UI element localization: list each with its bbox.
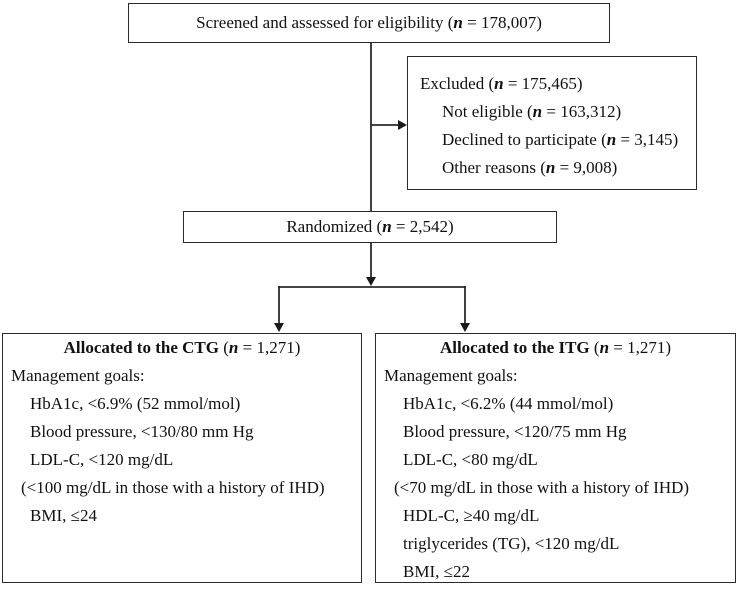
arrowhead-right-icon [398,120,407,130]
excluded-box: Excluded (n = 175,465) Not eligible (n =… [407,56,697,190]
ctg-goal-bmi: BMI, ≤24 [30,506,97,525]
itg-goal-hdl-c: HDL-C, ≥40 mg/dL [403,506,540,525]
ctg-goal-ldl-c-ihd-note: (<100 mg/dL in those with a history of I… [21,478,325,497]
ctg-allocation-box: Allocated to the CTG (n = 1,271) Managem… [2,333,362,583]
excluded-item-other: Other reasons (n = 9,008) [442,158,618,177]
randomized-box: Randomized (n = 2,542) [183,211,557,243]
itg-goal-bmi: BMI, ≤22 [403,562,470,581]
itg-goal-blood-pressure: Blood pressure, <120/75 mm Hg [403,422,627,441]
excluded-item-not-eligible: Not eligible (n = 163,312) [442,102,622,121]
itg-goal-triglycerides: triglycerides (TG), <120 mg/dL [403,534,620,553]
arrowhead-down-right-icon [460,323,470,332]
itg-allocation-box: Allocated to the ITG (n = 1,271) Managem… [375,333,736,583]
excluded-item-declined: Declined to participate (n = 3,145) [442,130,679,149]
screened-label: Screened and assessed for eligibility (n… [196,13,542,32]
arrowhead-down-center-icon [366,277,376,286]
itg-title: Allocated to the ITG (n = 1,271) [439,338,672,357]
itg-goal-ldl-c: LDL-C, <80 mg/dL [403,450,538,469]
ctg-goal-blood-pressure: Blood pressure, <130/80 mm Hg [30,422,254,441]
arrowhead-down-left-icon [274,323,284,332]
ctg-goal-ldl-c: LDL-C, <120 mg/dL [30,450,174,469]
ctg-title: Allocated to the CTG (n = 1,271) [63,338,301,357]
itg-goal-hba1c: HbA1c, <6.2% (44 mmol/mol) [403,394,614,413]
itg-management-goals-label: Management goals: [384,366,518,385]
ctg-goal-hba1c: HbA1c, <6.9% (52 mmol/mol) [30,394,241,413]
randomized-label: Randomized (n = 2,542) [286,217,454,236]
itg-goal-ldl-c-ihd-note: (<70 mg/dL in those with a history of IH… [394,478,690,497]
screened-box: Screened and assessed for eligibility (n… [128,3,610,43]
ctg-management-goals-label: Management goals: [11,366,145,385]
excluded-title: Excluded (n = 175,465) [420,74,583,93]
